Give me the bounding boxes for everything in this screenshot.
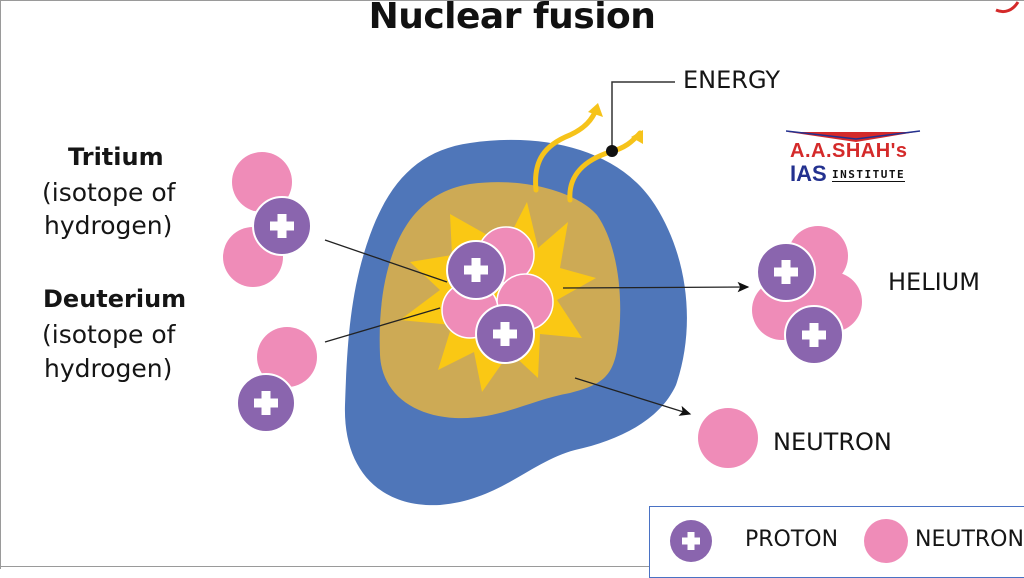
legend-neutron-label: NEUTRON (915, 527, 1024, 552)
deuterium-label: Deuterium (43, 285, 187, 313)
deuterium-connector-line (324, 307, 441, 343)
energy-leader-dot (606, 145, 618, 157)
proton-icon (670, 520, 712, 562)
helium-label: HELIUM (888, 268, 980, 296)
deuterium-description-line2: hydrogen) (44, 354, 173, 383)
proton-particle (446, 240, 506, 300)
legend-icons (670, 519, 908, 563)
tritium-atom (223, 152, 312, 287)
neutron-arrow (574, 377, 692, 416)
logo-ias: IAS (790, 161, 827, 186)
tritium-connector-line (324, 239, 448, 283)
logo-swoosh-fragment (995, 1, 1020, 14)
proton-particle (784, 305, 844, 365)
fused-nucleus-cluster (441, 226, 554, 364)
tritium-label: Tritium (68, 143, 164, 171)
proton-particle (475, 304, 535, 364)
free-neutron (698, 408, 758, 468)
deuterium-description-line1: (isotope of (42, 320, 176, 349)
helium-arrow (562, 281, 750, 293)
helium-atom (752, 226, 862, 365)
neutron-label: NEUTRON (773, 428, 892, 456)
energy-arrowhead (631, 130, 643, 144)
proton-particle (756, 242, 816, 302)
proton-particle (252, 196, 312, 256)
energy-leader-line (611, 81, 675, 150)
logo-institute: INSTITUTE (832, 168, 906, 182)
tritium-description-line2: hydrogen) (44, 211, 173, 240)
institute-logo: A.A.SHAH's IAS INSTITUTE (786, 130, 926, 186)
neutron-particle (257, 327, 317, 387)
neutron-icon (864, 519, 908, 563)
legend-proton-label: PROTON (745, 527, 839, 552)
frame-top-border (0, 0, 1024, 1)
logo-chevron-icon (786, 130, 921, 142)
logo-name: A.A.SHAH's (790, 140, 908, 162)
frame-bottom-border (0, 566, 1024, 567)
diagram-title: Nuclear fusion (368, 0, 656, 37)
energy-label: ENERGY (683, 66, 781, 94)
proton-particle (236, 373, 296, 433)
deuterium-atom (236, 327, 317, 433)
frame-left-border (0, 0, 1, 569)
tritium-description-line1: (isotope of (42, 178, 176, 207)
legend: PROTON NEUTRON (649, 506, 1024, 578)
energy-arrowhead (588, 103, 603, 117)
